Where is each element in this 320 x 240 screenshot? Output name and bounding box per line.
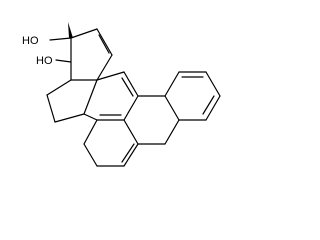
bond-a2 — [96, 71, 125, 81]
bond-a4 — [123, 95, 139, 121]
bond-c2-c3 — [96, 28, 113, 56]
methyl-wedge-bond — [68, 22, 73, 38]
bond-b4 — [83, 143, 98, 167]
bond-a1 — [83, 79, 98, 115]
bond-b1 — [123, 119, 139, 145]
bond-five-2 — [46, 94, 56, 123]
bond-oh2 — [55, 59, 72, 63]
bond-r8 — [205, 95, 221, 121]
bond-b5 — [83, 119, 98, 145]
bond-r3 — [164, 119, 180, 145]
bond-r7 — [205, 71, 221, 97]
bond-c2-c3-inner — [98, 34, 110, 54]
bond-r8-inner — [202, 95, 215, 115]
atom-label-oh-2: HO — [36, 55, 53, 67]
bond-b2-inner — [121, 143, 135, 163]
bond-five-3 — [54, 113, 85, 123]
atom-label-oh-1: HO — [22, 35, 39, 47]
bond-five-1 — [46, 79, 72, 96]
bond-r2 — [164, 95, 180, 121]
bond-a6 — [83, 113, 98, 121]
bond-oh1 — [49, 37, 72, 41]
bond-a3-inner — [121, 77, 134, 97]
bond-c3-c4 — [96, 54, 113, 81]
chemical-structure: HO HO — [22, 22, 221, 167]
bond-a3 — [123, 71, 139, 97]
bond-b2 — [123, 143, 139, 167]
bond-r5 — [164, 71, 180, 97]
bond-c1-c2 — [70, 28, 98, 39]
bonds — [46, 22, 221, 167]
